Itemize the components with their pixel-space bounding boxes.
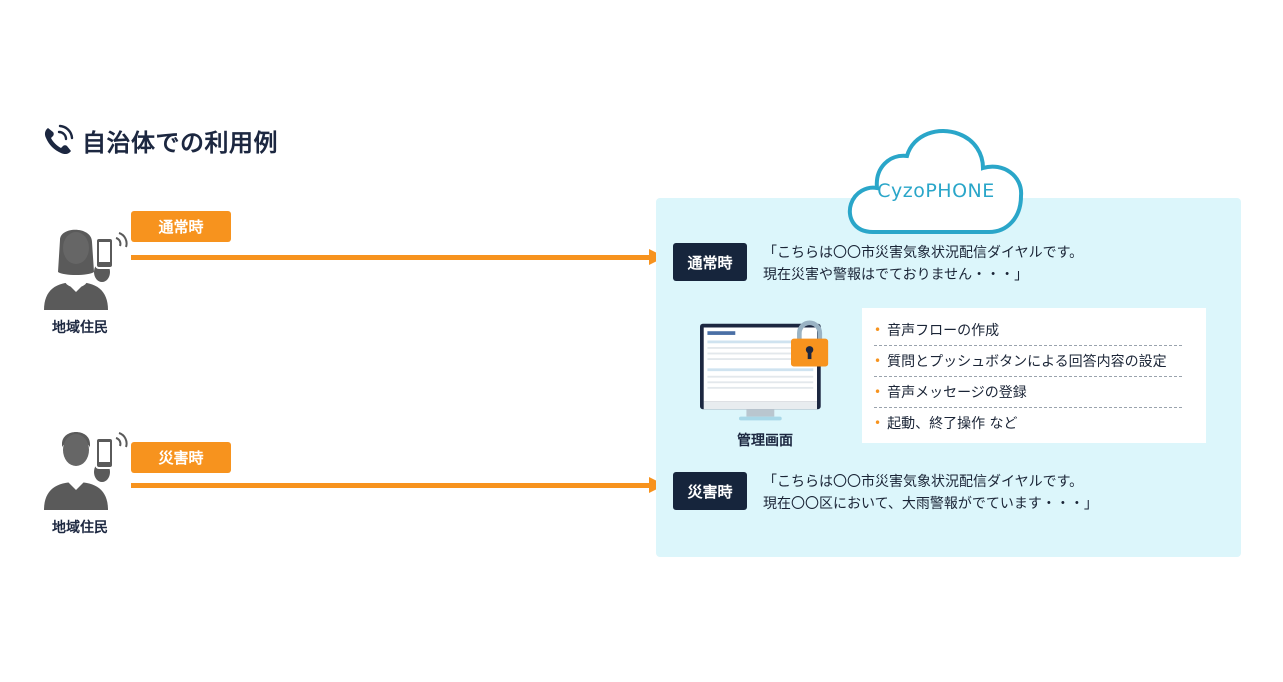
bullet-icon: • [874,415,882,430]
phone-ringing-icon [44,124,74,155]
list-item: • 質問とプッシュボタンによる回答内容の設定 [874,345,1182,377]
feature-list: • 音声フローの作成 • 質問とプッシュボタンによる回答内容の設定 • 音声メッ… [862,308,1206,443]
message-normal-line1: 「こちらは〇〇市災害気象状況配信ダイヤルです。 [763,245,1084,261]
arrow-disaster [131,477,665,493]
cloud-brand: CyzoPHONE [877,180,995,202]
list-item: • 起動、終了操作 など [874,415,1018,432]
message-normal-line2: 現在災害や警報はでておりません・・・」 [763,267,1029,283]
admin-label: 管理画面 [737,433,793,449]
page-title: 自治体での利用例 [40,122,278,158]
bullet-icon: • [874,384,882,399]
message-disaster: 「こちらは〇〇市災害気象状況配信ダイヤルです。 現在〇〇区において、大雨警報がで… [763,471,1098,515]
badge-disaster: 災害時 [673,472,747,510]
admin-monitor [700,320,829,421]
bullet-icon: • [874,353,882,368]
person-with-phone-icon [44,229,128,310]
resident-label: 地域住民 [52,520,108,536]
message-normal: 「こちらは〇〇市災害気象状況配信ダイヤルです。 現在災害や警報はでておりません・… [763,242,1083,286]
resident-disaster: 地域住民 [40,420,130,536]
arrow-normal [131,249,665,265]
person-with-phone-icon [44,432,128,510]
resident-label: 地域住民 [52,320,108,336]
tag-disaster: 災害時 [131,442,231,473]
list-item: • 音声メッセージの登録 [874,376,1182,408]
message-disaster-line2: 現在〇〇区において、大雨警報がでています・・・」 [763,496,1098,512]
resident-normal: 地域住民 [40,220,130,336]
cloud-icon [847,129,1024,234]
list-item: • 音声フローの作成 [874,314,1182,346]
message-disaster-line1: 「こちらは〇〇市災害気象状況配信ダイヤルです。 [763,474,1084,490]
page-title-text: 自治体での利用例 [82,128,278,157]
tag-normal: 通常時 [131,211,231,242]
bullet-icon: • [874,322,882,337]
badge-normal: 通常時 [673,243,747,281]
